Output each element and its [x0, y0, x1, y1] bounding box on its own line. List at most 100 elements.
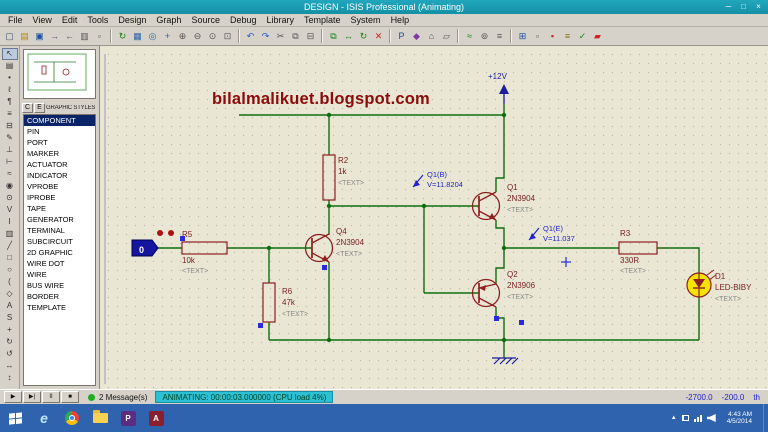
menu-file[interactable]: File: [8, 15, 23, 25]
packaging-tool-button[interactable]: ⌂: [428, 30, 435, 41]
property-assignment-button[interactable]: ≡: [496, 30, 503, 41]
style-tape[interactable]: TAPE: [27, 204, 47, 213]
resistor-R2[interactable]: R2 1k <TEXT>: [322, 154, 364, 201]
export-section-button[interactable]: ←: [65, 30, 74, 41]
step-button[interactable]: ▶|: [23, 391, 41, 403]
block-delete-button[interactable]: ✕: [374, 30, 383, 41]
netlist-to-ares-button[interactable]: ▰: [594, 30, 601, 41]
pick-object-button[interactable]: C: [22, 102, 33, 113]
schematic-canvas[interactable]: +12V 0: [100, 46, 768, 389]
led-D1[interactable]: D1 LED-BIBY <TEXT>: [686, 269, 752, 303]
menu-system[interactable]: System: [350, 15, 381, 25]
open-design-button[interactable]: ▤: [20, 30, 29, 41]
block-copy-button[interactable]: ⧉: [330, 30, 337, 41]
undo-button[interactable]: ↶: [246, 30, 255, 41]
2d-line-mode[interactable]: ╱: [7, 241, 12, 250]
zoom-area-button[interactable]: ⊡: [223, 30, 232, 41]
zoom-out-button[interactable]: ⊖: [193, 30, 202, 41]
rotate-anticlockwise-button[interactable]: ↺: [6, 349, 13, 358]
new-sheet-button[interactable]: ▫: [535, 30, 540, 41]
make-device-button[interactable]: ◆: [413, 30, 420, 41]
taskbar-clock[interactable]: 4:43 AM 4/5/2014: [727, 411, 752, 426]
paste-button[interactable]: ⊟: [306, 30, 315, 41]
zoom-all-button[interactable]: ⊙: [208, 30, 217, 41]
play-button[interactable]: ▶: [4, 391, 22, 403]
transistor-Q1[interactable]: Q1 2N3904 <TEXT>: [471, 183, 536, 221]
current-probe-mode[interactable]: I: [8, 217, 11, 226]
menu-help[interactable]: Help: [390, 15, 410, 25]
wire-label-mode[interactable]: ℓ: [8, 85, 11, 94]
device-pins-mode[interactable]: ⊢: [6, 157, 13, 166]
transistor-Q2[interactable]: Q2 2N3906 <TEXT>: [471, 270, 536, 308]
cut-button[interactable]: ✂: [276, 30, 285, 41]
voltage-probe-q1e[interactable]: Q1(E) V=11.037: [528, 224, 575, 243]
style-wire[interactable]: WIRE: [27, 270, 47, 279]
logic-state-input[interactable]: 0: [131, 239, 159, 257]
toggle-grid-button[interactable]: ▦: [133, 30, 142, 41]
menu-view[interactable]: View: [32, 15, 52, 25]
minimize-button[interactable]: ─: [725, 2, 732, 11]
menu-template[interactable]: Template: [304, 15, 341, 25]
block-move-button[interactable]: ↔: [344, 30, 353, 41]
pick-parts-button[interactable]: P: [398, 30, 405, 41]
close-button[interactable]: ×: [756, 2, 761, 11]
pause-button[interactable]: II: [42, 391, 60, 403]
component-mode[interactable]: ▤: [5, 61, 14, 70]
edit-object-button[interactable]: E: [34, 102, 45, 113]
transistor-Q4[interactable]: Q4 2N3904 <TEXT>: [304, 227, 365, 263]
style-terminal[interactable]: TERMINAL: [27, 226, 65, 235]
2d-circle-mode[interactable]: ○: [7, 265, 12, 274]
save-design-button[interactable]: ▣: [35, 30, 44, 41]
toggle-origin-button[interactable]: ◎: [148, 30, 157, 41]
internet-explorer-taskbar-icon[interactable]: e: [31, 406, 57, 430]
stop-button[interactable]: ■: [61, 391, 79, 403]
menu-library[interactable]: Library: [266, 15, 295, 25]
style-subcircuit[interactable]: SUBCIRCUIT: [27, 237, 73, 246]
redo-button[interactable]: ↷: [261, 30, 270, 41]
virtual-instruments-mode[interactable]: ▥: [5, 229, 14, 238]
zoom-in-button[interactable]: ⊕: [178, 30, 187, 41]
electrical-rule-check-button[interactable]: ✓: [578, 30, 587, 41]
search-tag-button[interactable]: ⊚: [480, 30, 489, 41]
proteus-isis-taskbar-icon[interactable]: P: [115, 406, 141, 430]
2d-path-mode[interactable]: ◇: [6, 289, 13, 298]
style-component[interactable]: COMPONENT: [24, 115, 95, 126]
maximize-button[interactable]: □: [741, 2, 746, 11]
style-2d-graphic[interactable]: 2D GRAPHIC: [27, 248, 73, 257]
center-at-cursor-button[interactable]: +: [164, 30, 171, 41]
overview-window[interactable]: [23, 49, 96, 99]
show-desktop-button[interactable]: [763, 404, 768, 432]
style-vprobe[interactable]: VPROBE: [27, 182, 59, 191]
menu-graph[interactable]: Graph: [156, 15, 182, 25]
generator-mode[interactable]: ⊙: [6, 193, 13, 202]
style-iprobe[interactable]: IPROBE: [27, 193, 56, 202]
wires[interactable]: [158, 104, 700, 358]
mark-output-area-button[interactable]: ▫: [97, 30, 102, 41]
tape-recorder-mode[interactable]: ◉: [6, 181, 13, 190]
2d-text-mode[interactable]: A: [6, 301, 13, 310]
block-rotate-button[interactable]: ↻: [359, 30, 368, 41]
2d-symbol-mode[interactable]: S: [6, 313, 13, 322]
terminals-mode[interactable]: ⊥: [6, 145, 13, 154]
proteus-ares-taskbar-icon[interactable]: A: [143, 406, 169, 430]
resistor-R6[interactable]: R6 47k <TEXT>: [262, 282, 308, 323]
resistor-R5[interactable]: R5 10k <TEXT>: [181, 230, 228, 275]
rotate-clockwise-button[interactable]: ↻: [6, 337, 13, 346]
subcircuit-mode[interactable]: ⊟: [6, 121, 13, 130]
voltage-probe-mode[interactable]: V: [6, 205, 13, 214]
graph-mode[interactable]: ≈: [7, 169, 12, 178]
style-wire-dot[interactable]: WIRE DOT: [27, 259, 65, 268]
power-terminal[interactable]: +12V: [488, 72, 509, 104]
2d-arc-mode[interactable]: (: [8, 277, 11, 286]
copy-button[interactable]: ⧉: [292, 30, 299, 41]
y-mirror-button[interactable]: ↕: [7, 373, 12, 382]
remove-sheet-button[interactable]: ▪: [550, 30, 555, 41]
decompose-button[interactable]: ▱: [443, 30, 450, 41]
action-center-icon[interactable]: [681, 415, 689, 421]
refresh-display-button[interactable]: ↻: [118, 30, 127, 41]
menu-debug[interactable]: Debug: [229, 15, 257, 25]
print-button[interactable]: ▥: [80, 30, 89, 41]
file-explorer-taskbar-icon[interactable]: [87, 406, 113, 430]
volume-icon[interactable]: [706, 414, 716, 422]
new-design-button[interactable]: ▢: [5, 30, 14, 41]
